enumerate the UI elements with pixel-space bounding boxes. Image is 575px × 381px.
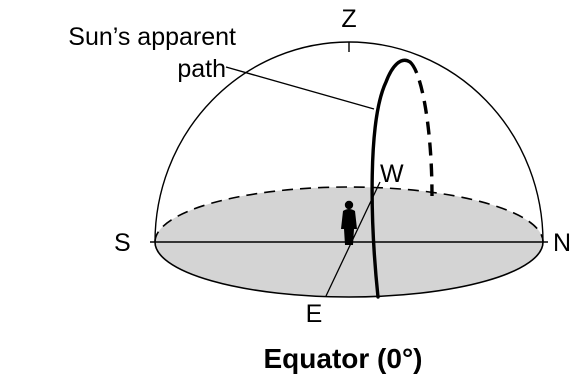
west-label: W [380,160,404,188]
east-label: E [306,300,323,328]
diagram-caption: Equator (0°) [264,343,423,374]
south-label: S [114,229,131,257]
sun-path-label-line2: path [177,55,226,83]
sun-path-hidden [410,62,432,196]
sun-path-label-line1: Sun’s apparent [68,23,236,51]
north-label: N [553,229,571,257]
path-leader-line [226,67,374,109]
zenith-label: Z [341,5,356,33]
